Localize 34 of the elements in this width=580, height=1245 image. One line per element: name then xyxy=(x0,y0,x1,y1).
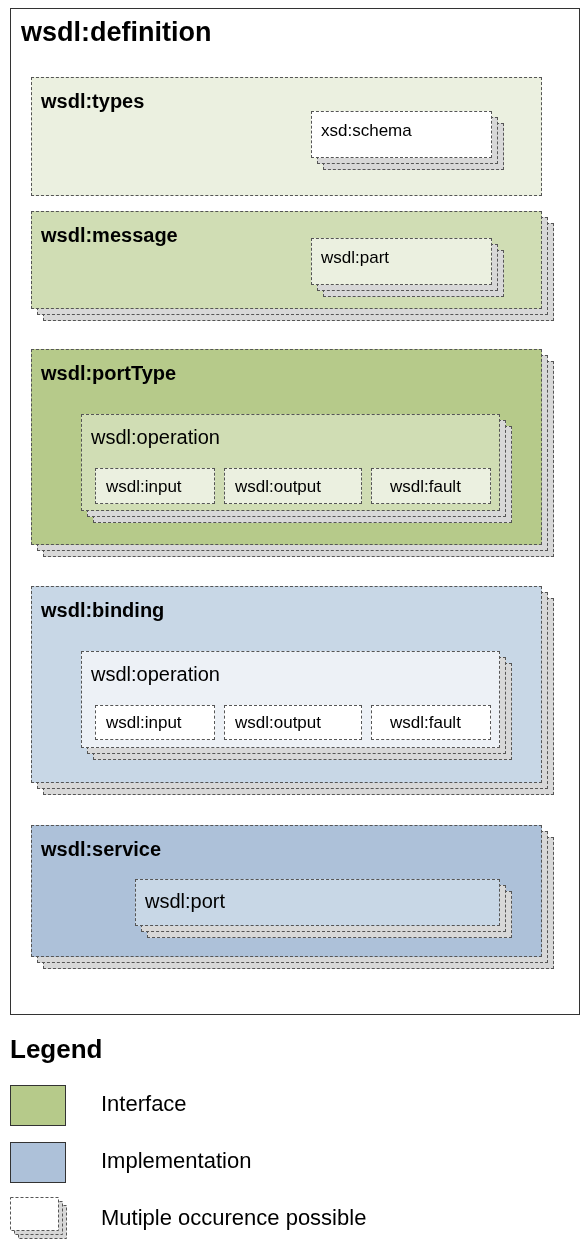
element-title: wsdl:input xyxy=(106,477,182,497)
element-box xyxy=(95,468,215,504)
stacked-box xyxy=(311,238,492,285)
element-title: wsdl:fault xyxy=(390,477,461,497)
element-title: wsdl:types xyxy=(41,90,145,113)
element-title: wsdl:port xyxy=(145,890,226,913)
element-title: xsd:schema xyxy=(321,121,412,141)
legend-text: Mutiple occurence possible xyxy=(101,1205,367,1231)
element-title: wsdl:binding xyxy=(41,599,165,622)
container-box xyxy=(10,8,580,1015)
stacked-box xyxy=(311,111,492,158)
stacked-box xyxy=(31,586,542,783)
legend-heading: Legend xyxy=(10,1034,103,1065)
element-title: wsdl:operation xyxy=(91,663,220,686)
element-title: wsdl:part xyxy=(321,248,390,268)
element-box xyxy=(31,77,542,196)
element-title: wsdl:output xyxy=(235,477,321,497)
stacked-box xyxy=(135,879,500,926)
element-box xyxy=(224,468,362,504)
element-title: wsdl:fault xyxy=(390,713,461,733)
element-title: wsdl:input xyxy=(106,713,182,733)
element-box xyxy=(371,468,491,504)
element-title: wsdl:message xyxy=(41,224,178,247)
stacked-box xyxy=(31,349,542,545)
element-title: wsdl:service xyxy=(41,838,162,861)
element-title: wsdl:definition xyxy=(21,17,212,48)
element-box xyxy=(224,705,362,740)
element-title: wsdl:operation xyxy=(91,426,220,449)
element-box xyxy=(371,705,491,740)
element-title: wsdl:portType xyxy=(41,362,177,385)
element-box xyxy=(95,705,215,740)
element-title: wsdl:output xyxy=(235,713,321,733)
legend-text: Implementation xyxy=(101,1148,252,1174)
legend-text: Interface xyxy=(101,1091,187,1117)
